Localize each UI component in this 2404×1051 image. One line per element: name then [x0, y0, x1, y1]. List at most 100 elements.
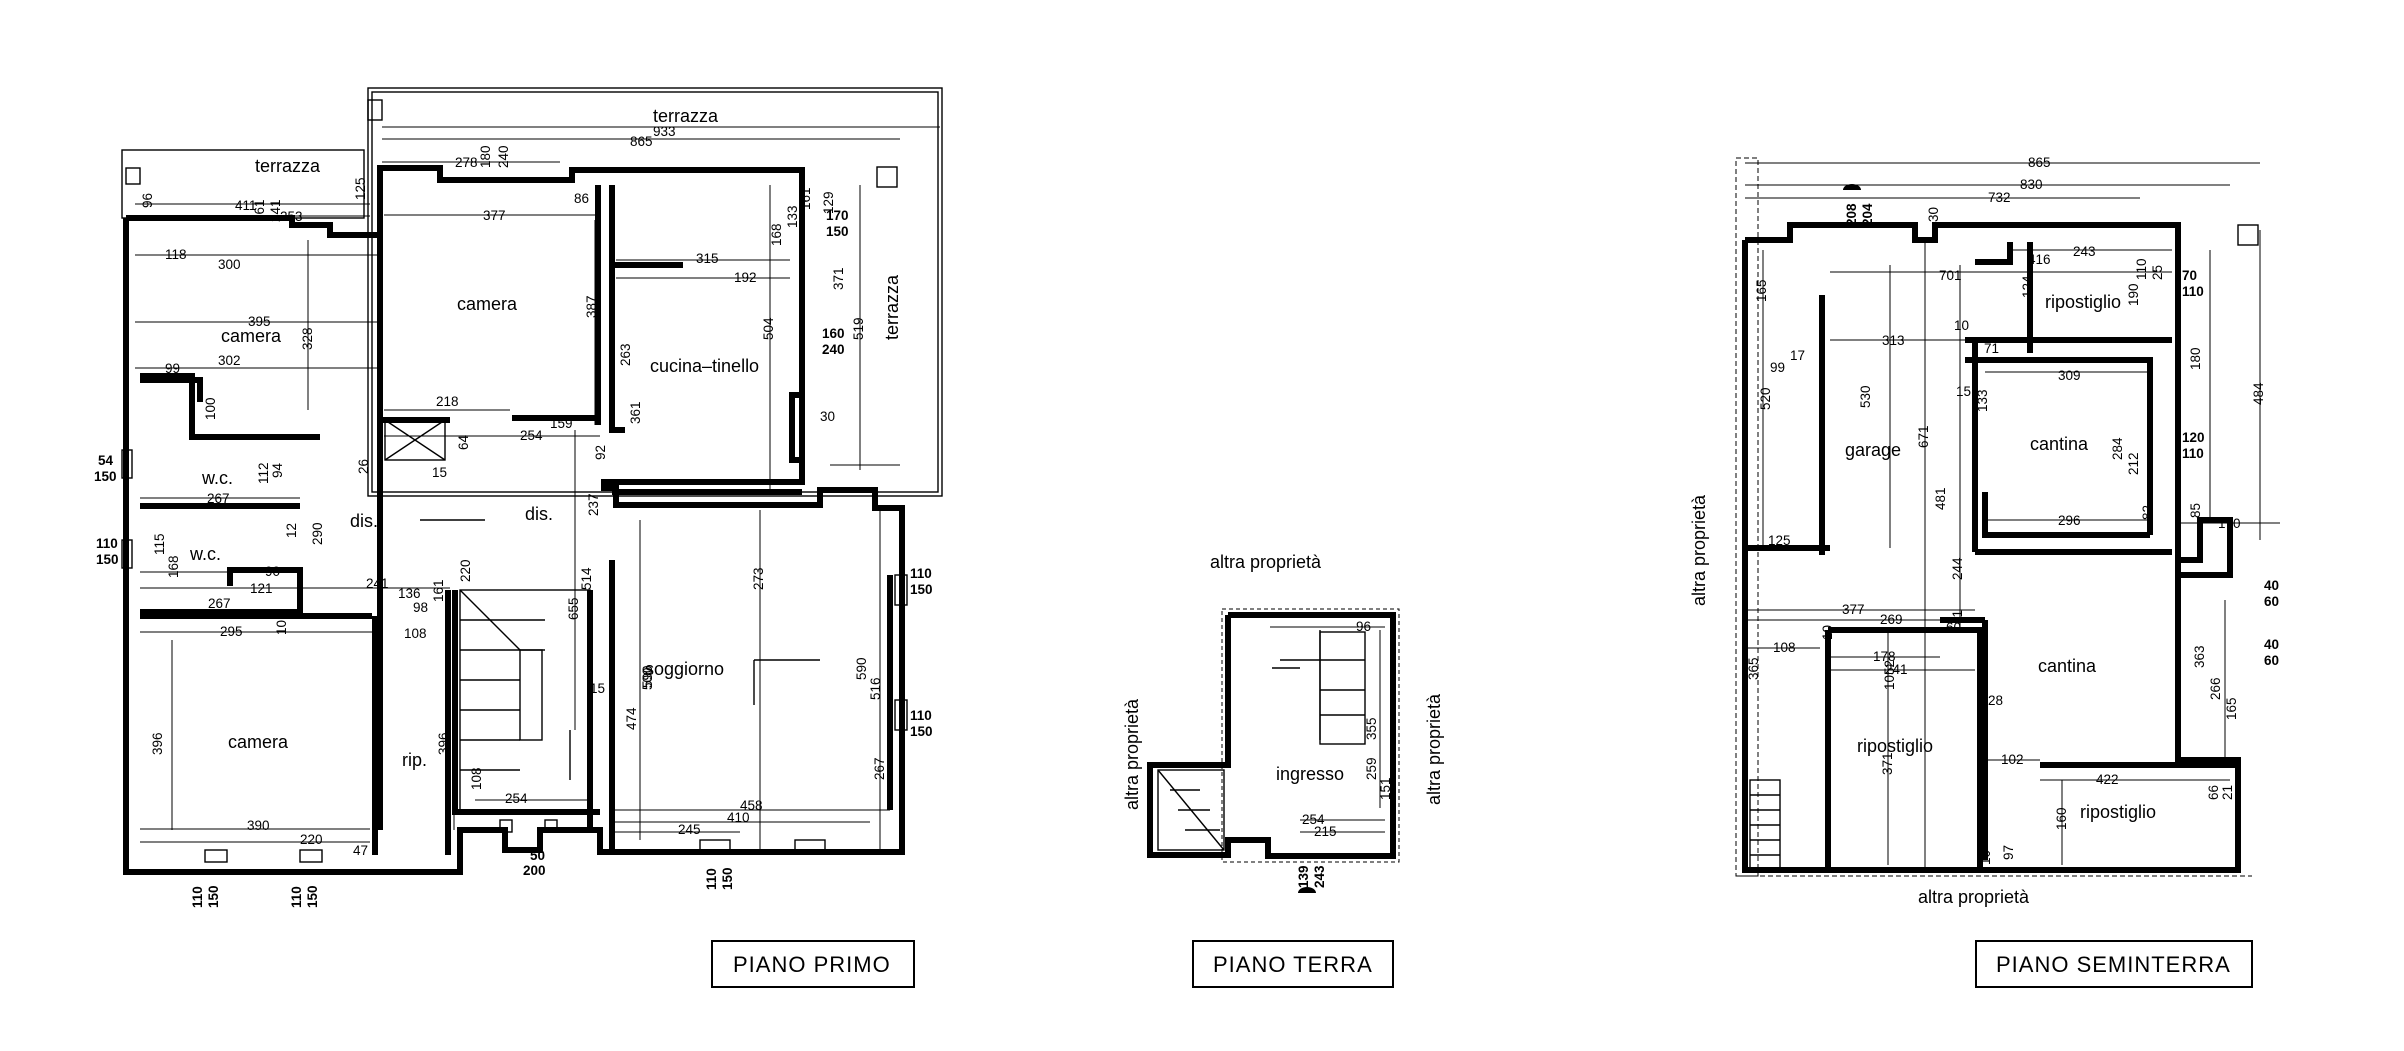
dim-label: 395 — [248, 314, 271, 329]
room-ingresso: ingresso — [1276, 764, 1344, 784]
dim-label: 241 — [268, 199, 283, 222]
dim-label: 208 — [1844, 203, 1859, 226]
dim-label: 133 — [1975, 389, 1990, 412]
exterior-wall-primo — [123, 165, 905, 875]
piano-primo-plan: terrazza terrazza terrazza camera camera… — [94, 87, 943, 988]
dim-label: 253 — [280, 209, 303, 224]
dim-label: 136 — [398, 586, 421, 601]
stair-terra — [1157, 769, 1225, 851]
dim-label: 15 — [590, 681, 605, 696]
dim-label: 96 — [1356, 619, 1371, 634]
dim-label: 30 — [820, 409, 835, 424]
dim-label: 365 — [1746, 657, 1761, 680]
property-line-left — [1735, 157, 1759, 877]
dim-label: 139 — [1296, 865, 1311, 888]
dim-label: 90 — [265, 564, 280, 579]
room-ripostiglio-3: ripostiglio — [2080, 802, 2156, 822]
dim-label: 94 — [270, 462, 285, 478]
dim-label: 390 — [247, 818, 270, 833]
dim-label: 40 — [2264, 578, 2279, 593]
dim-label: 151 — [1378, 777, 1393, 800]
dim-label: 267 — [208, 596, 231, 611]
room-soggiorno: soggiorno — [645, 659, 724, 679]
dimension-lines-seminterra — [1745, 162, 2280, 870]
label-altra-proprieta-right: altra proprietà — [1424, 693, 1444, 805]
dim-label: 516 — [868, 677, 883, 700]
dim-label: 161 — [798, 187, 813, 210]
dim-label: 377 — [1842, 602, 1865, 617]
dim-label: 54 — [98, 453, 114, 468]
dim-label: 25 — [2150, 265, 2165, 280]
dim-label: 99 — [165, 361, 180, 376]
room-cantina-1: cantina — [2030, 434, 2089, 454]
dim-label: 108 — [469, 767, 484, 790]
dim-label: 411 — [235, 198, 257, 213]
dim-label: 245 — [678, 822, 701, 837]
dim-label: 70 — [2182, 268, 2197, 283]
dim-label: 110 — [289, 886, 304, 908]
dim-label: 396 — [150, 732, 165, 755]
dim-label: 933 — [653, 124, 676, 139]
dim-label: 150 — [720, 867, 735, 890]
dim-label: 161 — [431, 579, 446, 602]
room-wc-2: w.c. — [189, 544, 221, 564]
dim-label: 47 — [353, 843, 368, 858]
room-cantina-2: cantina — [2038, 656, 2097, 676]
room-ripostiglio-2: ripostiglio — [1857, 736, 1933, 756]
dim-label: 124 — [2020, 275, 2035, 298]
dim-label: 161 — [252, 199, 267, 222]
dim-label: 150 — [910, 724, 933, 739]
dim-label: 519 — [851, 317, 866, 340]
dim-label: 30 — [1926, 207, 1941, 222]
dim-label: 290 — [310, 522, 325, 545]
exterior-wall-seminterra — [1742, 222, 2241, 873]
dim-label: 296 — [2058, 513, 2081, 528]
dim-label: 168 — [769, 223, 784, 246]
dim-label: 64 — [456, 434, 471, 450]
dim-label: 244 — [1950, 557, 1965, 580]
dim-label: 108 — [1773, 640, 1796, 655]
dim-label: 302 — [218, 353, 241, 368]
dim-label: 110 — [2182, 284, 2204, 299]
wall-wc2-south — [140, 567, 303, 615]
dim-label: 266 — [2208, 677, 2223, 700]
label-altra-proprieta-left-sem: altra proprietà — [1689, 494, 1709, 606]
shaft-primo — [384, 419, 446, 461]
dim-label: 150 — [94, 469, 117, 484]
dim-label: 170 — [826, 208, 849, 223]
dim-label: 108 — [404, 626, 427, 641]
dim-label: 315 — [696, 251, 719, 266]
dim-label: 269 — [1880, 612, 1903, 627]
pillar-seminterra — [2237, 224, 2259, 246]
dim-label: 92 — [593, 445, 608, 460]
dim-label: 240 — [822, 342, 845, 357]
dim-label: 204 — [1860, 203, 1875, 226]
dim-label: 110 — [96, 536, 118, 551]
wall-cucina-east — [789, 392, 802, 463]
dim-label: 371 — [831, 267, 846, 290]
dim-label: 150 — [305, 885, 320, 908]
dim-label: 102 — [2001, 752, 2024, 767]
dim-label: 99 — [1770, 360, 1785, 375]
dim-label: 263 — [618, 343, 633, 366]
entrance-marker-seminterra — [1843, 184, 1861, 190]
dim-label: 190 — [2126, 283, 2141, 306]
dimension-labels-seminterra: 865 830 732 208 204 30 165 416 243 701 1… — [1746, 155, 2279, 865]
dim-label: 192 — [734, 270, 757, 285]
dim-label: 82 — [2140, 505, 2155, 520]
dim-label: 165 — [1754, 279, 1769, 302]
dim-label: 118 — [165, 247, 187, 262]
dim-label: 300 — [218, 257, 241, 272]
dim-label: 243 — [2073, 244, 2096, 259]
dim-label: 15 — [432, 465, 447, 480]
dimension-labels-terra: 96 355 259 151 254 215 139 243 — [1296, 619, 1393, 888]
dim-label: 110 — [910, 566, 932, 581]
dimension-labels-primo: 933 865 278 180 240 96 411 161 241 253 1… — [94, 124, 933, 908]
dim-label: 313 — [1882, 333, 1905, 348]
dim-label: 273 — [751, 567, 766, 590]
title-piano-primo: PIANO PRIMO — [711, 940, 915, 988]
dim-label: 295 — [220, 624, 243, 639]
room-ripostiglio-1: ripostiglio — [2045, 292, 2121, 312]
dim-label: 671 — [1916, 425, 1931, 448]
